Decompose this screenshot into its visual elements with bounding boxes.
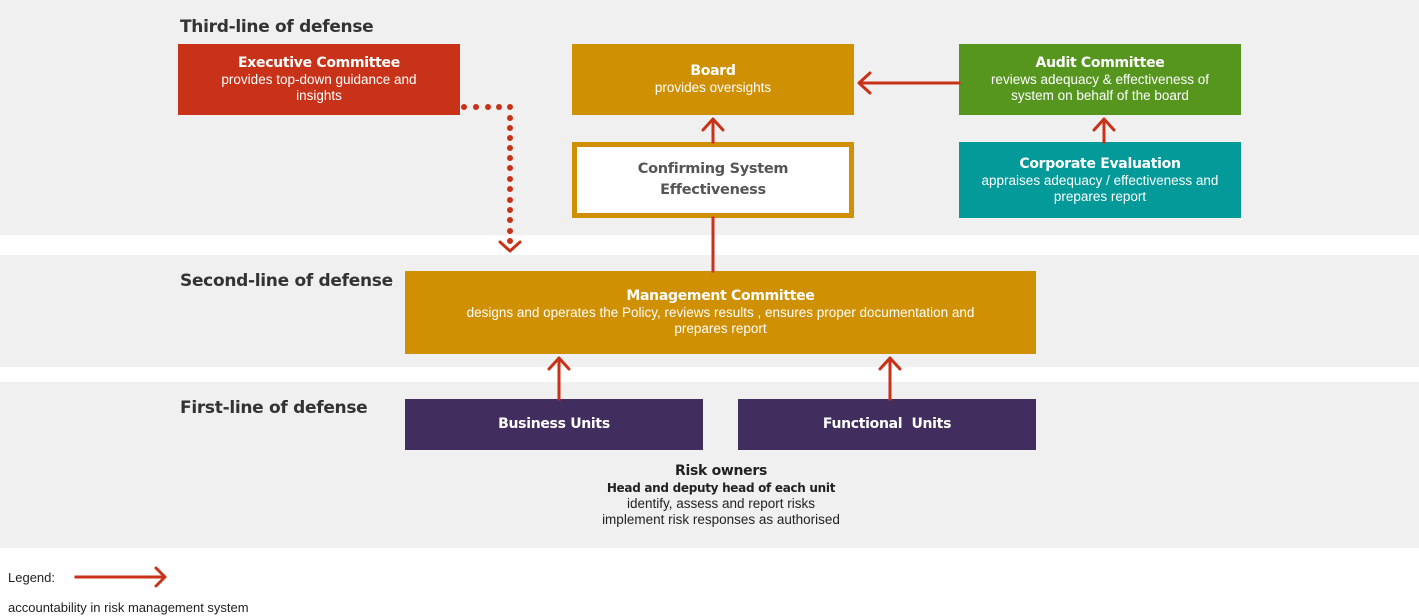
legend-label: Legend: xyxy=(8,570,55,585)
audit-committee-box: Audit Committee reviews adequacy & effec… xyxy=(959,44,1241,115)
second-line-title: Second-line of defense xyxy=(180,271,393,291)
board-box: Board provides oversights xyxy=(572,44,854,115)
dotted-arrow-head xyxy=(498,240,522,253)
confirming-system-box: Confirming System Effectiveness xyxy=(572,142,854,218)
management-committee-box: Management Committee designs and operate… xyxy=(405,271,1036,354)
risk-owners-duty: implement risk responses as authorised xyxy=(602,512,840,527)
executive-committee-box: Executive Committee provides top-down gu… xyxy=(178,44,460,115)
management-committee-title: Management Committee xyxy=(626,288,815,304)
management-committee-subtitle: designs and operates the Policy, reviews… xyxy=(466,305,975,336)
board-subtitle: provides oversights xyxy=(654,80,772,95)
legend-description: accountability in risk management system xyxy=(8,600,249,615)
executive-committee-subtitle: provides top-down guidance and insights xyxy=(221,72,417,103)
first-line-title: First-line of defense xyxy=(180,398,368,418)
corporate-evaluation-subtitle: appraises adequacy / effectiveness and p… xyxy=(981,172,1219,204)
corporate-evaluation-box: Corporate Evaluation appraises adequacy … xyxy=(959,142,1241,218)
business-units-title: Business Units xyxy=(498,416,610,432)
third-line-title: Third-line of defense xyxy=(180,17,374,37)
business-units-box: Business Units xyxy=(405,399,703,450)
legend-arrow-icon xyxy=(74,566,167,588)
corporate-evaluation-title: Corporate Evaluation xyxy=(1019,155,1181,172)
functional-units-title: Functional Units xyxy=(822,416,952,432)
confirming-system-title: Confirming System Effectiveness xyxy=(637,161,789,198)
risk-owners-note: Risk owners Head and deputy head of each… xyxy=(560,463,882,528)
audit-committee-title: Audit Committee xyxy=(1035,55,1165,71)
executive-committee-title: Executive Committee xyxy=(238,55,400,71)
board-title: Board xyxy=(690,63,736,79)
functional-units-box: Functional Units xyxy=(738,399,1036,450)
risk-owners-subtitle: Head and deputy head of each unit xyxy=(606,481,836,495)
first-line-band xyxy=(0,382,1419,548)
audit-committee-subtitle: reviews adequacy & effectiveness of syst… xyxy=(990,72,1210,103)
risk-owners-title: Risk owners xyxy=(674,463,768,479)
risk-owners-duty: identify, assess and report risks xyxy=(626,496,816,511)
